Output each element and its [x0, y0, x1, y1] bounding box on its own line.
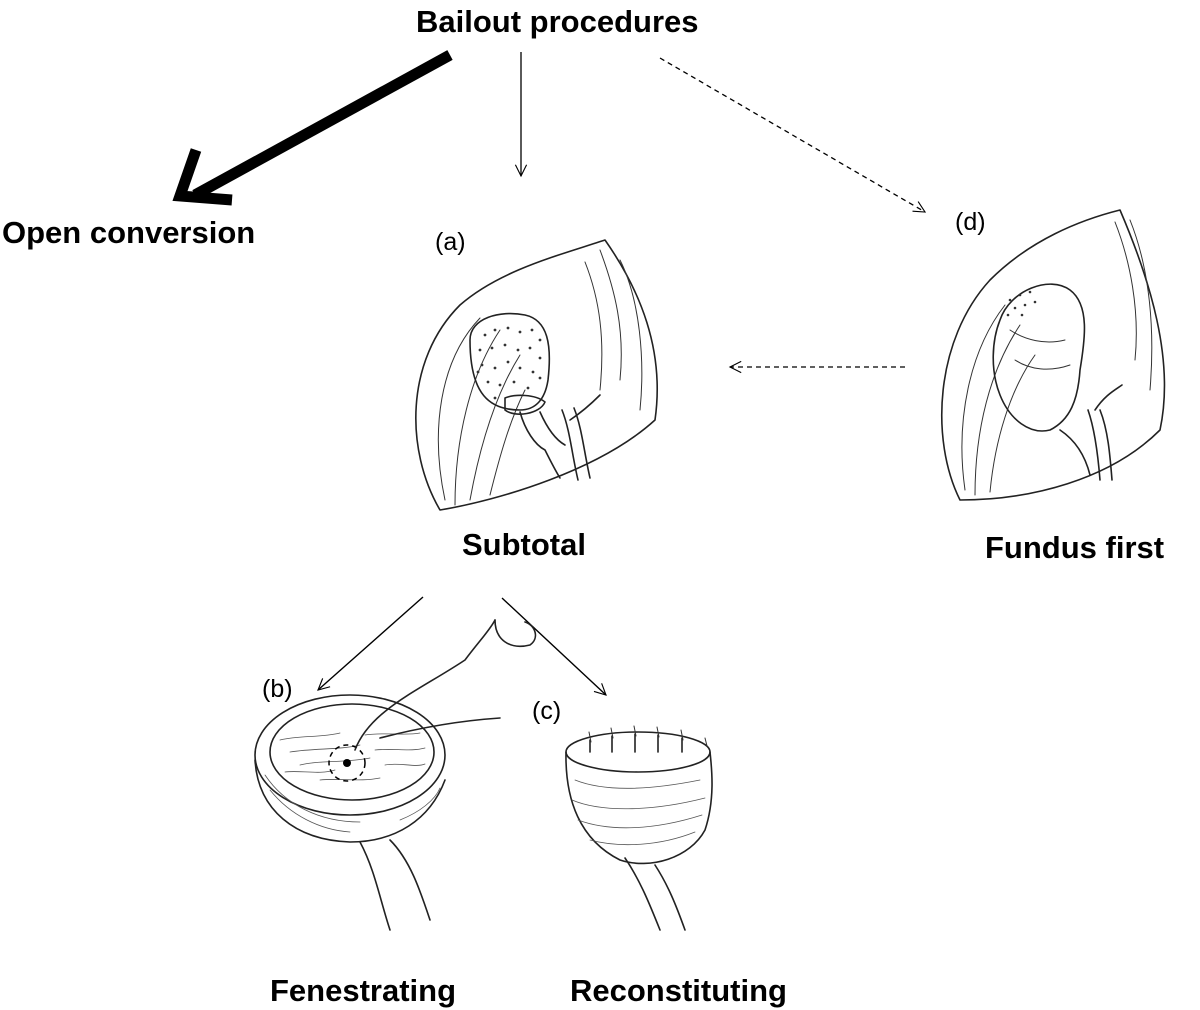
title-bailout-procedures: Bailout procedures	[416, 4, 699, 39]
tag-fenestrating: (b)	[262, 675, 293, 703]
fenestrating-illustration	[254, 619, 537, 931]
reconstituting-illustration	[565, 725, 713, 931]
tag-reconstituting: (c)	[532, 697, 562, 725]
tag-subtotal: (a)	[435, 228, 466, 256]
arrow-to-reconstituting	[501, 597, 607, 696]
arrow-to-open-conversion	[172, 50, 453, 206]
tag-fundus-first: (d)	[955, 208, 986, 236]
fundus-first-illustration	[941, 209, 1166, 501]
subtotal-illustration	[415, 239, 658, 511]
label-reconstituting: Reconstituting	[570, 973, 787, 1008]
arrow-to-fundus-first	[659, 57, 927, 213]
label-open-conversion: Open conversion	[2, 215, 256, 250]
arrow-to-fenestrating	[317, 596, 424, 691]
label-fundus-first: Fundus first	[985, 530, 1165, 565]
label-fenestrating: Fenestrating	[270, 973, 457, 1008]
label-subtotal: Subtotal	[462, 527, 586, 562]
